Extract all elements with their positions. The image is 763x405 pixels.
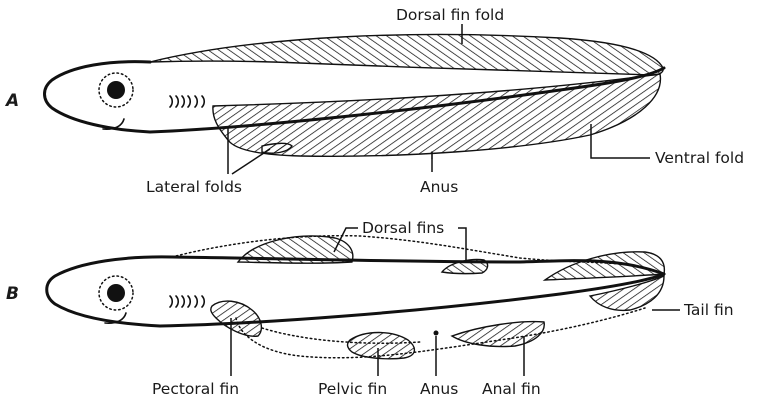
label-dorsal-fins: Dorsal fins <box>362 219 444 237</box>
panel-a-label: A <box>4 91 19 111</box>
label-anus-a: Anus <box>420 178 458 196</box>
anus-b <box>434 331 439 336</box>
pelvic-fin <box>348 333 415 359</box>
label-anal-fin: Anal fin <box>482 380 541 398</box>
former-fold-outline-ventral <box>236 308 645 358</box>
pectoral-fin <box>211 301 262 336</box>
panel-b: B <box>6 219 734 398</box>
pupil-a <box>107 81 125 99</box>
gill-slits-a <box>170 96 204 107</box>
label-pectoral-fin: Pectoral fin <box>152 380 239 398</box>
label-dorsal-fin-fold: Dorsal fin fold <box>396 6 504 24</box>
panel-a: A Dorsal fin fold V <box>4 6 744 196</box>
label-anus-b: Anus <box>420 380 458 398</box>
label-pelvic-fin: Pelvic fin <box>318 380 387 398</box>
dorsal-fin-fold <box>150 35 663 75</box>
tail-fin-lower <box>590 276 664 310</box>
leader-lateral-folds-2 <box>232 149 270 174</box>
label-ventral-fold: Ventral fold <box>655 149 744 167</box>
gill-slits-b <box>170 296 204 307</box>
tail-fin-upper <box>545 252 664 280</box>
leader-dorsal-fins-2 <box>458 228 466 262</box>
label-lateral-folds: Lateral folds <box>146 178 242 196</box>
label-tail-fin: Tail fin <box>683 301 734 319</box>
panel-b-label: B <box>6 284 19 304</box>
anal-fin <box>452 322 544 347</box>
pupil-b <box>107 284 125 302</box>
